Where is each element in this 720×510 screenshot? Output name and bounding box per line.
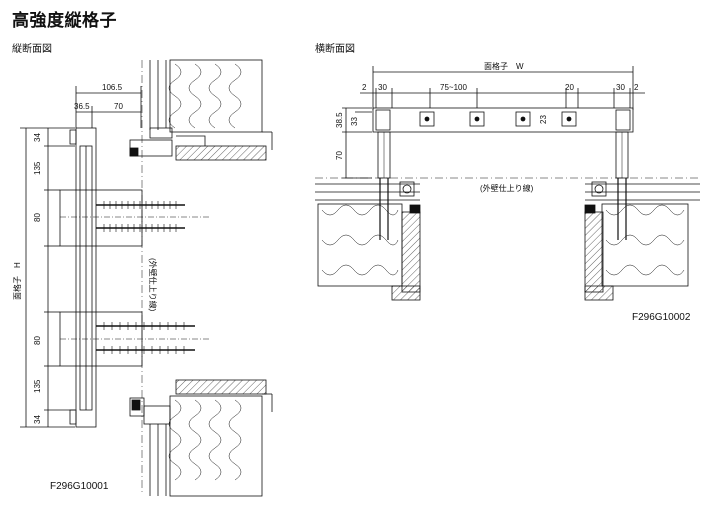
dim-135-top: 135 <box>33 161 42 175</box>
dim-23: 23 <box>539 115 548 124</box>
left-support-post <box>377 131 391 240</box>
horizontal-wall-line-label: (外壁仕上り線) <box>480 183 534 193</box>
dim-33: 33 <box>350 117 359 126</box>
dim-70-horizontal: 70 <box>335 151 344 160</box>
right-support-post <box>615 131 629 240</box>
dim-80-b: 80 <box>33 336 42 345</box>
vertical-top-dimensions: 106.5 36.5 70 <box>74 83 142 128</box>
dim-70-vertical: 70 <box>114 102 123 111</box>
dim-30-left: 30 <box>378 83 387 92</box>
lower-window-frame <box>129 379 273 497</box>
vertical-height-dimensions: 34 135 80 80 135 34 面格子 H <box>12 127 75 428</box>
upper-mounting-bracket <box>59 189 185 247</box>
dim-30-right: 30 <box>616 83 625 92</box>
dim-106-5: 106.5 <box>102 83 123 92</box>
dim-36-5: 36.5 <box>74 102 90 111</box>
dim-height-h: 面格子 H <box>12 262 22 300</box>
horizontal-section-code: F296G10002 <box>632 312 691 323</box>
dim-width-w: 面格子 W <box>484 61 524 71</box>
horizontal-depth-dimensions: 38.5 33 70 <box>335 107 372 179</box>
horizontal-width-dimension: 面格子 W <box>372 61 634 110</box>
dim-20: 20 <box>565 83 574 92</box>
upper-window-frame <box>129 59 273 161</box>
horizontal-section-drawing: 面格子 W 2 30 75~100 20 30 2 38 <box>315 61 700 301</box>
vertical-section-code: F296G10001 <box>50 481 109 492</box>
vertical-section-drawing: 106.5 36.5 70 34 135 80 80 135 34 面格子 H <box>12 59 273 497</box>
dim-135-bottom: 135 <box>33 379 42 393</box>
vertical-grille-member <box>69 127 97 428</box>
dim-34-top: 34 <box>33 133 42 142</box>
dim-38-5: 38.5 <box>335 112 344 128</box>
dim-2-right: 2 <box>634 83 639 92</box>
dim-34-bottom: 34 <box>33 415 42 424</box>
horizontal-section-label: 横断面図 <box>315 44 355 55</box>
grille-bar-section: 23 <box>372 107 634 133</box>
page-title: 高強度縦格子 <box>12 11 117 31</box>
vertical-wall-line: (外壁仕上り線) <box>141 60 158 495</box>
left-wall-block <box>315 181 421 301</box>
dim-2-left: 2 <box>362 83 367 92</box>
vertical-center-lines <box>60 216 210 340</box>
right-wall-block <box>584 181 700 301</box>
dim-75-100: 75~100 <box>440 83 467 92</box>
horizontal-wall-line: (外壁仕上り線) <box>315 177 700 193</box>
vertical-wall-line-label: (外壁仕上り線) <box>148 258 158 312</box>
vertical-section-label: 縦断面図 <box>12 44 52 55</box>
horizontal-partial-dimensions: 2 30 75~100 20 30 2 <box>360 83 645 108</box>
dim-80-a: 80 <box>33 213 42 222</box>
